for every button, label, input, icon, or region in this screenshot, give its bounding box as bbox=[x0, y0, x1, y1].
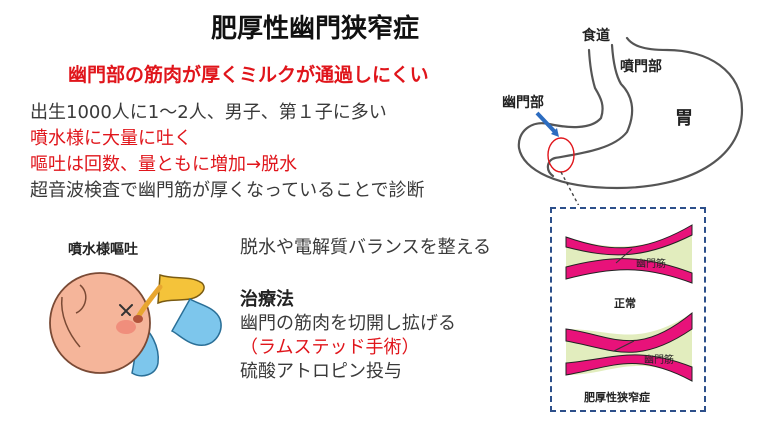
pylorus-cross-sections bbox=[565, 224, 693, 382]
normal-label: 正常 bbox=[614, 297, 636, 310]
muscle-label-thick: 幽門筋 bbox=[644, 355, 674, 366]
vomiting-baby-illustration bbox=[49, 272, 222, 377]
baby-caption: 噴水様嘔吐 bbox=[68, 242, 138, 258]
treatment-heading: 治療法 bbox=[240, 289, 294, 310]
muscle-label-normal: 幽門筋 bbox=[636, 259, 666, 270]
treatment-surgery-name: （ラムステッド手術） bbox=[240, 337, 420, 358]
fact-dehydration: 嘔吐は回数、量ともに増加→脱水 bbox=[30, 154, 298, 175]
pylorus-label: 幽門部 bbox=[502, 95, 544, 111]
stomach-diagram: 食道 噴門部 幽門部 胃 bbox=[497, 20, 757, 209]
treatment-surgery: 幽門の筋肉を切開し拡げる bbox=[240, 313, 456, 334]
fundus-label: 噴門部 bbox=[620, 59, 662, 75]
treatment-drug: 硫酸アトロピン投与 bbox=[240, 361, 402, 382]
subtitle: 幽門部の筋肉が厚くミルクが通過しにくい bbox=[68, 64, 429, 86]
stomach-label: 胃 bbox=[675, 108, 693, 129]
fact-diagnosis: 超音波検査で幽門筋が厚くなっていることで診断 bbox=[30, 180, 425, 201]
stomach-outline bbox=[517, 36, 744, 209]
fact-incidence: 出生1000人に1〜2人、男子、第１子に多い bbox=[30, 102, 387, 123]
pylorus-comparison-box: 幽門筋 正常 幽門筋 肥厚性狭窄症 bbox=[550, 207, 706, 412]
esophagus-label: 食道 bbox=[582, 28, 610, 44]
page-title: 肥厚性幽門狭窄症 bbox=[210, 14, 419, 44]
treatment-fluid: 脱水や電解質バランスを整える bbox=[240, 237, 492, 258]
fact-projectile-vomit: 噴水様に大量に吐く bbox=[30, 128, 192, 149]
hypertrophic-label: 肥厚性狭窄症 bbox=[584, 391, 650, 404]
